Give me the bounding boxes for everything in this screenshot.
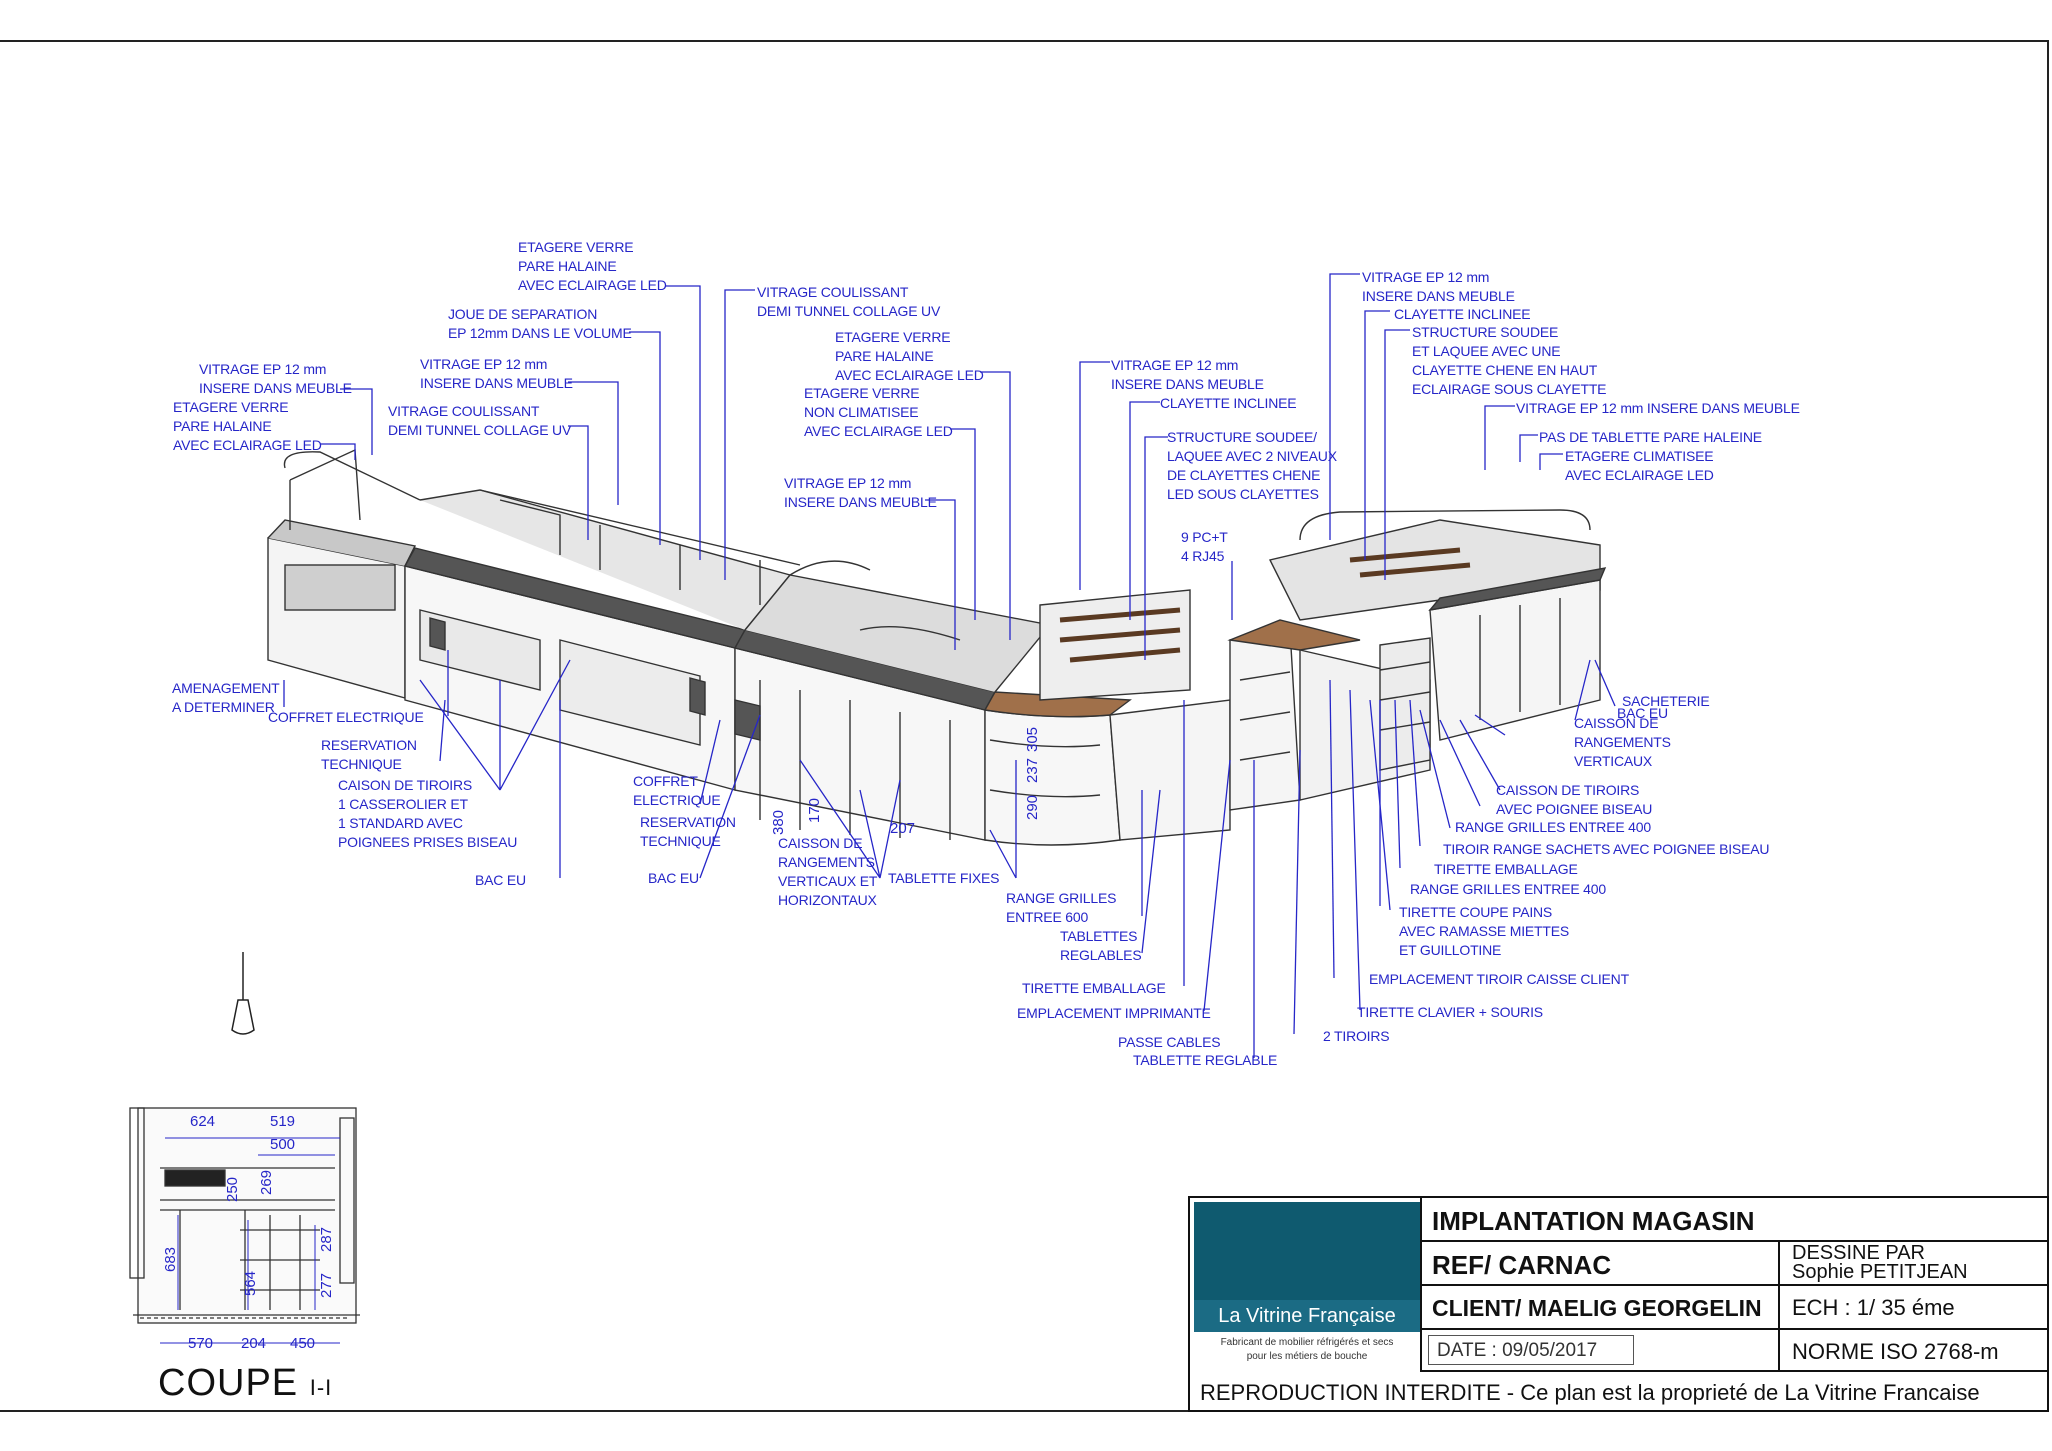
label-vitrage-ep12-4: VITRAGE EP 12 mm INSERE DANS MEUBLE	[1111, 357, 1264, 392]
label-tablette-reglable: TABLETTE REGLABLE	[1133, 1052, 1278, 1068]
label-caisson-rangements-2: CAISSON DE RANGEMENTS VERTICAUX	[1574, 715, 1671, 769]
logo-band-text: La Vitrine Française	[1194, 1300, 1420, 1332]
label-tablettes-reglables: TABLETTES REGLABLES	[1060, 928, 1142, 963]
dim-207: 207	[890, 820, 916, 837]
coupe-dim-570: 570	[188, 1335, 214, 1352]
label-structure-soudee-2: STRUCTURE SOUDEE ET LAQUEE AVEC UNE CLAY…	[1412, 324, 1607, 397]
label-reservation-technique-1: RESERVATION TECHNIQUE	[321, 737, 417, 772]
label-etagere-verre-1: ETAGERE VERRE PARE HALAINE AVEC ECLAIRAG…	[518, 239, 667, 293]
drawing-title: IMPLANTATION MAGASIN	[1420, 1198, 2049, 1242]
dessine-par-label: DESSINE PAR	[1792, 1242, 1925, 1264]
label-tirette-clavier: TIRETTE CLAVIER + SOURIS	[1357, 1004, 1543, 1020]
label-bac-eu-2: BAC EU	[648, 870, 699, 886]
label-caisson-rangements-1: CAISSON DE RANGEMENTS VERTICAUX ET HORIZ…	[778, 835, 878, 908]
drawing-date: DATE : 09/05/2017	[1428, 1335, 1634, 1365]
label-pas-de-tablette: PAS DE TABLETTE PARE HALEINE	[1539, 429, 1762, 445]
dim-305: 305	[1024, 726, 1041, 752]
label-etagere-verre-3: ETAGERE VERRE PARE HALAINE AVEC ECLAIRAG…	[835, 329, 984, 383]
label-emplacement-imprimante: EMPLACEMENT IMPRIMANTE	[1017, 1005, 1211, 1021]
label-tablette-fixes: TABLETTE FIXES	[888, 870, 1000, 886]
label-tirette-emballage-2: TIRETTE EMBALLAGE	[1434, 861, 1578, 877]
coupe-dim-519: 519	[270, 1113, 296, 1130]
drawing-client: CLIENT/ MAELIG GEORGELIN	[1420, 1286, 1778, 1330]
coupe-dim-204: 204	[241, 1335, 267, 1352]
dim-380: 380	[770, 809, 787, 835]
label-tiroir-range-sachets: TIROIR RANGE SACHETS AVEC POIGNEE BISEAU	[1443, 841, 1770, 857]
label-tirette-emballage-1: TIRETTE EMBALLAGE	[1022, 980, 1166, 996]
label-reservation-technique-2: RESERVATION TECHNIQUE	[640, 814, 736, 849]
drawing-norme: NORME ISO 2768-m	[1778, 1330, 2049, 1372]
coupe-dim-500: 500	[270, 1136, 296, 1153]
coupe-dim-683: 683	[162, 1246, 179, 1272]
coupe-suffix: I-I	[309, 1375, 333, 1400]
dim-290: 290	[1024, 794, 1041, 820]
label-tirette-coupe-pains: TIRETTE COUPE PAINS AVEC RAMASSE MIETTES…	[1399, 904, 1569, 958]
label-vitrage-ep12-1: VITRAGE EP 12 mm INSERE DANS MEUBLE	[199, 361, 352, 396]
author-name: Sophie PETITJEAN	[1792, 1261, 1968, 1283]
label-sacheterie: SACHETERIE	[1622, 693, 1710, 709]
label-vitrage-ep12-2: VITRAGE EP 12 mm INSERE DANS MEUBLE	[420, 356, 573, 391]
label-bac-eu-3: BAC EU	[1617, 705, 1668, 721]
logo-subtitle: Fabricant de mobilier réfrigérés et secs…	[1220, 1337, 1394, 1362]
label-vitrage-ep12-3: VITRAGE EP 12 mm INSERE DANS MEUBLE	[784, 475, 937, 510]
label-caison-tiroirs: CAISON DE TIROIRS 1 CASSEROLIER ET 1 STA…	[338, 777, 518, 850]
label-prises: 9 PC+T 4 RJ45	[1181, 529, 1228, 564]
label-bac-eu-1: BAC EU	[475, 872, 526, 888]
coupe-dim-250: 250	[224, 1176, 241, 1202]
label-amenagement: AMENAGEMENT A DETERMINER	[172, 680, 280, 715]
coupe-dim-624: 624	[190, 1113, 216, 1130]
coupe-dim-287: 287	[318, 1226, 335, 1252]
drawing-scale: ECH : 1/ 35 éme	[1778, 1286, 2049, 1330]
label-2-tiroirs: 2 TIROIRS	[1323, 1028, 1390, 1044]
drawing-ref: REF/ CARNAC	[1420, 1242, 1778, 1286]
label-clayette-inclinee-1: CLAYETTE INCLINEE	[1160, 395, 1297, 411]
dessine-par-cell: DESSINE PAR Sophie PETITJEAN	[1778, 1242, 2049, 1286]
label-range-grilles-400-2: RANGE GRILLES ENTREE 400	[1455, 819, 1651, 835]
coupe-dim-564: 564	[242, 1270, 259, 1296]
coupe-section	[129, 1107, 360, 1324]
label-structure-soudee-1: STRUCTURE SOUDEE/ LAQUEE AVEC 2 NIVEAUX …	[1167, 429, 1337, 502]
pendant-lamp-icon	[231, 952, 255, 1035]
label-etagere-climatisee: ETAGERE CLIMATISEE AVEC ECLAIRAGE LED	[1565, 448, 1714, 483]
dim-237: 237	[1024, 757, 1041, 783]
label-range-grilles-400-1: RANGE GRILLES ENTREE 400	[1410, 881, 1606, 897]
company-logo: La Vitrine Française	[1194, 1202, 1420, 1332]
coupe-dim-277: 277	[318, 1272, 335, 1298]
label-joue-separation: JOUE DE SEPARATION EP 12mm DANS LE VOLUM…	[448, 306, 632, 341]
date-row: DATE : 09/05/2017	[1420, 1330, 1778, 1372]
dim-170: 170	[806, 797, 823, 823]
label-vitrage-coulissant-2: VITRAGE COULISSANT DEMI TUNNEL COLLAGE U…	[388, 403, 572, 438]
sheet-frame	[0, 40, 2049, 1412]
label-etagere-verre-2: ETAGERE VERRE PARE HALAINE AVEC ECLAIRAG…	[173, 399, 322, 453]
coupe-dim-450: 450	[290, 1335, 316, 1352]
label-caisson-tiroirs-poignee: CAISSON DE TIROIRS AVEC POIGNEE BISEAU	[1496, 782, 1653, 817]
label-etagere-non-climatisee: ETAGERE VERRE NON CLIMATISEE AVEC ECLAIR…	[804, 385, 953, 439]
coupe-title-text: COUPE	[158, 1362, 299, 1404]
label-coffret-electrique-1: COFFRET ELECTRIQUE	[268, 709, 424, 725]
label-passe-cables: PASSE CABLES	[1118, 1034, 1221, 1050]
label-vitrage-ep12-5: VITRAGE EP 12 mm INSERE DANS MEUBLE	[1362, 269, 1515, 304]
coupe-dim-269: 269	[258, 1169, 275, 1195]
title-block: La Vitrine Française Fabricant de mobili…	[1188, 1196, 2049, 1412]
label-vitrage-ep12-6: VITRAGE EP 12 mm INSERE DANS MEUBLE	[1516, 400, 1800, 416]
reproduction-notice: REPRODUCTION INTERDITE - Ce plan est la …	[1200, 1380, 1980, 1405]
label-clayette-inclinee-2: CLAYETTE INCLINEE	[1394, 306, 1531, 322]
label-range-grilles-600: RANGE GRILLES ENTREE 600	[1006, 890, 1117, 925]
label-vitrage-coulissant-1: VITRAGE COULISSANT DEMI TUNNEL COLLAGE U…	[757, 284, 941, 319]
coupe-title: COUPE I-I	[158, 1362, 332, 1405]
label-coffret-electrique-2: COFFRET ELECTRIQUE	[633, 773, 721, 808]
label-emplacement-tiroir-caisse: EMPLACEMENT TIROIR CAISSE CLIENT	[1369, 971, 1629, 987]
